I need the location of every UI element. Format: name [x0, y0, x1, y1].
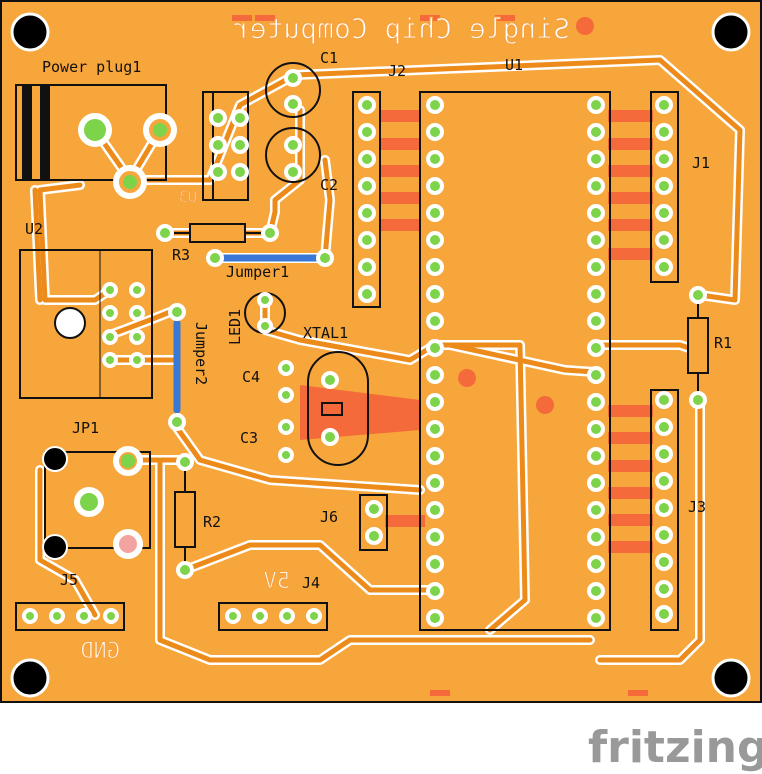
j4-header: 5V J4: [218, 569, 328, 631]
r1-label: R1: [714, 334, 732, 352]
u1-pin: [426, 96, 444, 114]
jp1-label: JP1: [72, 419, 99, 437]
u1-pin: [426, 150, 444, 168]
u1-pin: [587, 312, 605, 330]
u1-pin: [426, 204, 444, 222]
xtal1: XTAL1: [303, 324, 369, 466]
xtal1-label: XTAL1: [303, 324, 348, 342]
copper-fills: [232, 15, 653, 696]
u1-pin: [426, 285, 444, 303]
five-v-label: 5V: [264, 569, 291, 594]
r3-label: R3: [172, 246, 190, 264]
u1-pin: [587, 285, 605, 303]
jumper1-label: Jumper1: [226, 263, 289, 281]
fritzing-logo: fritzing: [588, 722, 762, 773]
u1-pin: [426, 123, 444, 141]
mount-hole-br: [711, 658, 751, 698]
c2-label: C2: [320, 176, 338, 194]
u1-pin: [587, 447, 605, 465]
c1-label: C1: [320, 49, 338, 67]
mount-hole-bl: [10, 658, 50, 698]
u1-pin: [426, 177, 444, 195]
power-plug: Power plug1: [15, 58, 177, 199]
u3-regulator: U3: [178, 91, 249, 207]
mount-hole-tr: [711, 12, 751, 52]
u1-pin: [587, 501, 605, 519]
u1-pin: [587, 366, 605, 384]
jp1: JP1: [42, 419, 151, 560]
u1-pin: [426, 258, 444, 276]
j1-label: J1: [692, 154, 710, 172]
u1-pin: [587, 528, 605, 546]
u1-pin: [587, 420, 605, 438]
u1-pin: [587, 96, 605, 114]
capacitors-c3-c4: C4 C3: [240, 360, 294, 463]
u1-pin: [426, 312, 444, 330]
u1-pin: [426, 393, 444, 411]
board-title: Single Chip Computer: [233, 12, 570, 45]
u1-pin: [587, 339, 605, 357]
u2-component: U2: [19, 220, 153, 399]
u1-pin: [426, 231, 444, 249]
u1-pin: [426, 528, 444, 546]
j1-header: J1: [650, 91, 710, 283]
u1-pin: [587, 177, 605, 195]
j2-header: J2: [352, 62, 406, 308]
u1-pin: [426, 366, 444, 384]
r2-resistor: R2: [174, 453, 221, 579]
u1-pin: [587, 393, 605, 411]
u1-label: U1: [505, 56, 523, 74]
u3-label: U3: [179, 188, 197, 206]
u1-pin: [587, 582, 605, 600]
jumper1: Jumper1: [206, 249, 334, 281]
gnd-label: GND: [80, 639, 120, 664]
r3-resistor: R3: [156, 223, 279, 264]
u1-pin: [426, 420, 444, 438]
mounting-holes: [10, 12, 751, 698]
u1-pin: [426, 609, 444, 627]
u1-pin: [587, 609, 605, 627]
u1-pin: [587, 231, 605, 249]
led1-label: LED1: [226, 309, 244, 345]
r1-resistor: R1: [687, 286, 732, 409]
u1-pin: [587, 150, 605, 168]
j3-header: J3: [650, 389, 706, 631]
u1-pin: [587, 123, 605, 141]
mount-hole-tl: [10, 12, 50, 52]
u1-pin: [587, 204, 605, 222]
u1-pin: [426, 447, 444, 465]
u1-pin: [587, 474, 605, 492]
j4-label: J4: [302, 574, 320, 592]
u1-pin: [426, 501, 444, 519]
power-plug-label: Power plug1: [42, 58, 141, 76]
c4-label: C4: [242, 368, 260, 386]
j5-label: J5: [60, 571, 78, 589]
u1-pin: [587, 258, 605, 276]
r2-label: R2: [203, 513, 221, 531]
jumper2-label: Jumper2: [192, 322, 210, 385]
u1-pin: [426, 339, 444, 357]
j5-header: J5 GND: [15, 571, 125, 665]
u1-pin: [426, 582, 444, 600]
u1-chip: U1: [419, 56, 611, 631]
j2-label: J2: [388, 62, 406, 80]
u2-label: U2: [25, 220, 43, 238]
j6-header: J6: [320, 494, 388, 551]
c3-label: C3: [240, 429, 258, 447]
j3-label: J3: [688, 498, 706, 516]
fiducial-top: [576, 17, 594, 35]
j6-label: J6: [320, 508, 338, 526]
u1-pin: [587, 555, 605, 573]
u1-pin: [426, 474, 444, 492]
led1: LED1: [226, 292, 286, 345]
u1-pin: [426, 555, 444, 573]
jumper2: Jumper2: [168, 303, 210, 431]
capacitors-c1-c2: C1 C2: [265, 49, 338, 194]
